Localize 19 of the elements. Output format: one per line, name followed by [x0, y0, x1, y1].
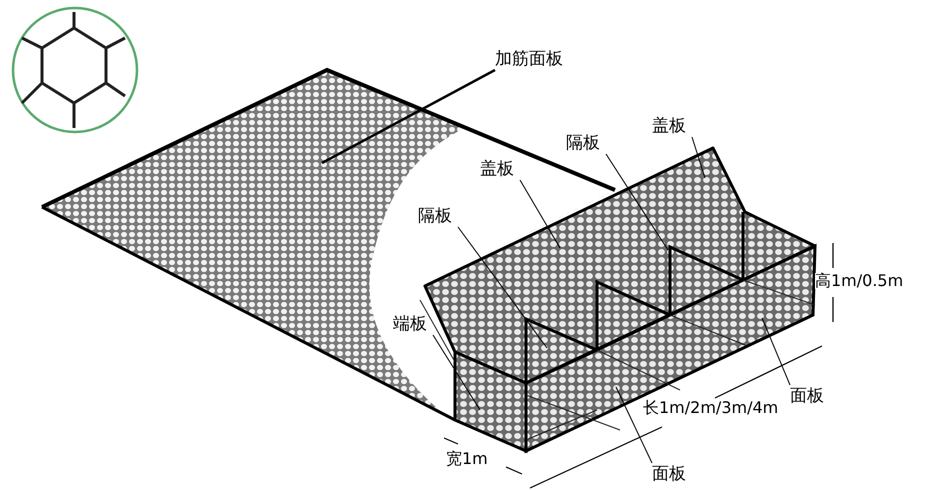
- leader-line: [762, 318, 790, 386]
- dimension-label: 长1m/2m/3m/4m: [643, 400, 778, 416]
- leader-line: [616, 386, 652, 464]
- part-label: 隔板: [566, 134, 600, 152]
- part-label: 盖板: [480, 160, 514, 178]
- part-label: 面板: [790, 388, 824, 404]
- part-label: 端板: [393, 316, 427, 332]
- leader-line: [321, 68, 496, 164]
- leader-line: [692, 136, 706, 178]
- part-label: 隔板: [418, 208, 452, 224]
- leader-line: [458, 226, 548, 348]
- dimension-label: 高1m/0.5m: [815, 273, 904, 289]
- part-label: 加筋面板: [495, 50, 563, 68]
- leader-line: [520, 180, 560, 248]
- part-label: 面板: [652, 466, 686, 482]
- leader-line: [432, 334, 480, 410]
- leader-line: [606, 154, 668, 250]
- dimension-label: 宽1m: [446, 451, 488, 467]
- part-label: 盖板: [652, 118, 686, 134]
